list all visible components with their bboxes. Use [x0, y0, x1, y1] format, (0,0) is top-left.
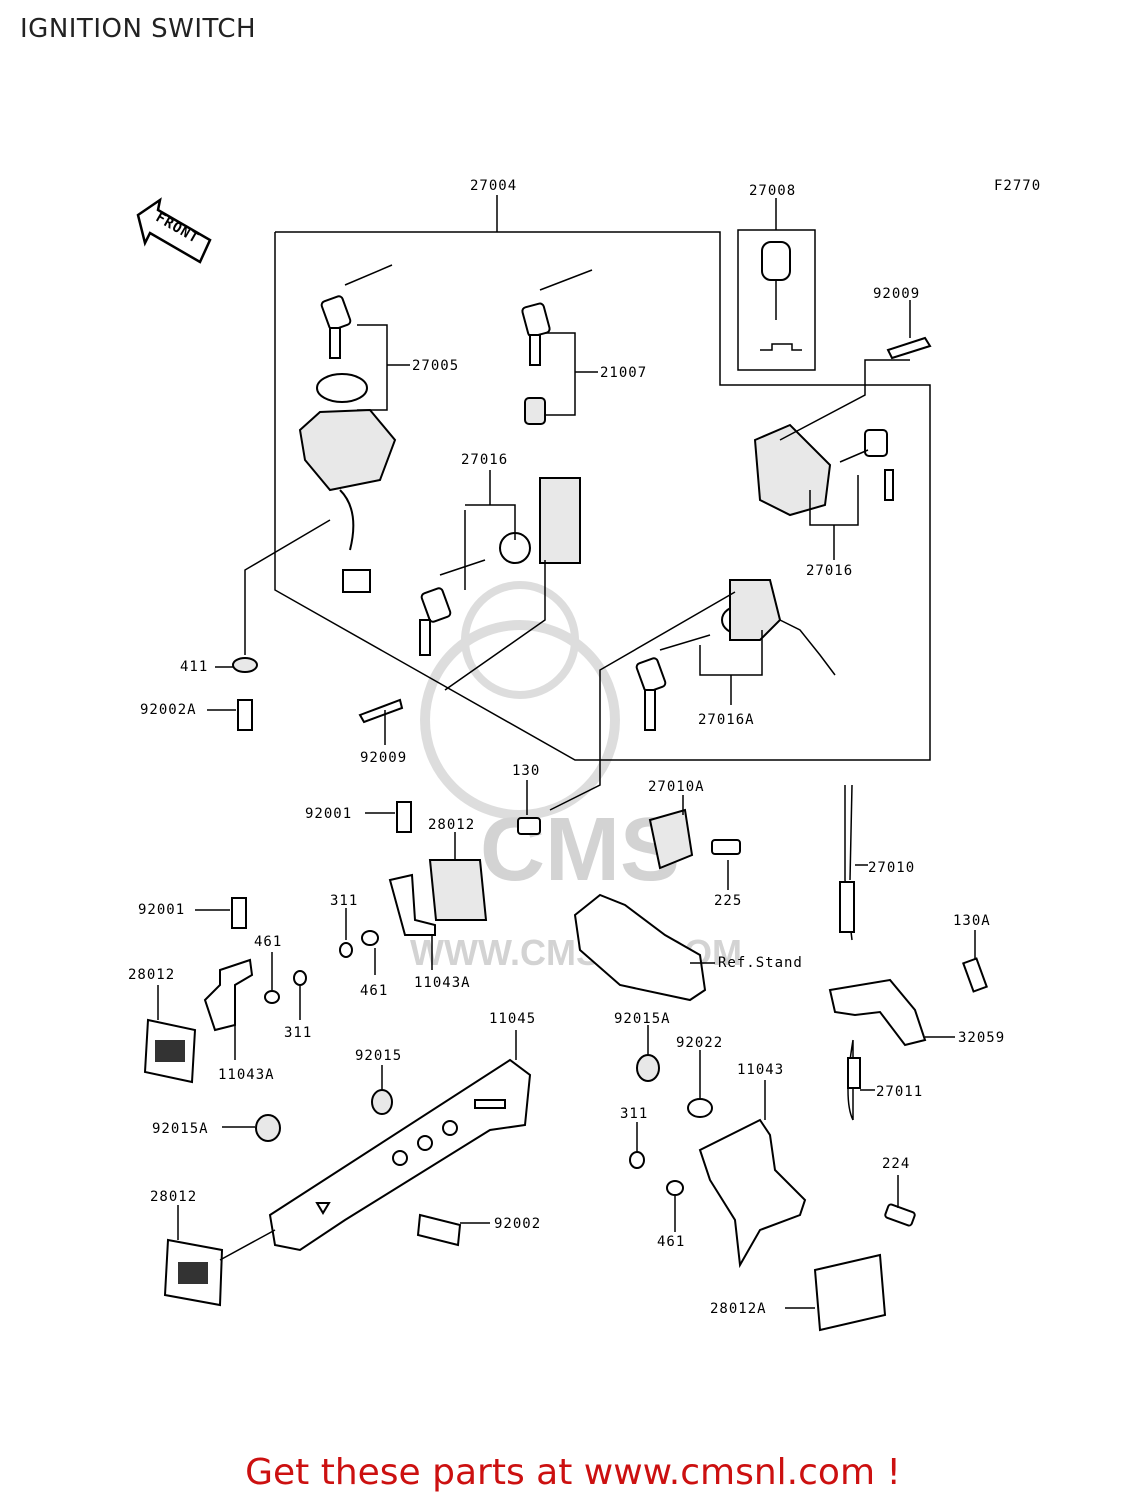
callout-28012-mid: 28012	[428, 817, 475, 833]
callout-92009-mid: 92009	[360, 750, 407, 766]
callout-311-a: 311	[330, 893, 358, 909]
callout-92001-b: 92001	[138, 902, 185, 918]
callout-28012-bottom: 28012	[150, 1189, 197, 1205]
seat-lock-27016	[419, 470, 581, 691]
reflector-bracket-mid	[339, 801, 488, 975]
callout-92002: 92002	[494, 1216, 541, 1232]
stand-bracket-32059	[828, 930, 988, 1121]
callout-311-b: 311	[284, 1025, 312, 1041]
callout-411: 411	[180, 659, 208, 675]
callout-311-c: 311	[620, 1106, 648, 1122]
callout-11043A-a: 11043A	[414, 975, 471, 991]
callout-130A: 130A	[953, 913, 991, 929]
ignition-switch-27005	[298, 264, 410, 593]
figure-code: F2770	[994, 178, 1041, 194]
callout-28012-left: 28012	[128, 967, 175, 983]
callout-27011: 27011	[876, 1084, 923, 1100]
callout-461-a: 461	[360, 983, 388, 999]
helmet-lock-27016	[753, 359, 910, 560]
callout-28012A: 28012A	[710, 1301, 767, 1317]
callout-461-c: 461	[657, 1234, 685, 1250]
kit-bracket-27004	[274, 195, 931, 761]
callout-21007: 21007	[600, 365, 647, 381]
watermark-brand: CMS	[480, 800, 680, 900]
callout-11043A-b: 11043A	[218, 1067, 275, 1083]
callout-27016A: 27016A	[698, 712, 755, 728]
fasteners-upper	[207, 300, 932, 835]
callout-11045: 11045	[489, 1011, 536, 1027]
callout-27004: 27004	[470, 178, 517, 194]
callout-27010: 27010	[868, 860, 915, 876]
callout-27010A: 27010A	[648, 779, 705, 795]
key-tag-27008	[737, 198, 816, 371]
callout-27016-mid: 27016	[461, 452, 508, 468]
license-plate-bracket-11045	[163, 1030, 532, 1307]
page-title: IGNITION SWITCH	[20, 14, 257, 44]
callout-27005: 27005	[412, 358, 459, 374]
stand-switch-27010	[573, 784, 868, 1002]
callout-11043: 11043	[737, 1062, 784, 1078]
footer-link[interactable]: Get these parts at www.cmsnl.com !	[245, 1452, 901, 1493]
callout-130: 130	[512, 763, 540, 779]
reflector-bracket-left	[143, 897, 307, 1084]
parts-diagram: CMS WWW.CMSNL.COM FRONT F2770	[128, 178, 1041, 1332]
key-21007	[521, 269, 598, 425]
lock-27016A	[549, 579, 836, 811]
callout-92002A: 92002A	[140, 702, 197, 718]
front-arrow-icon: FRONT	[136, 197, 212, 264]
ref-stand-label: Ref.Stand	[718, 955, 803, 971]
callout-92015A-a: 92015A	[614, 1011, 671, 1027]
callout-92022: 92022	[676, 1035, 723, 1051]
callout-225: 225	[714, 893, 742, 909]
callout-labels: 27004 27008 92009 27005 21007 27016 2701…	[128, 178, 1005, 1317]
callout-92001-a: 92001	[305, 806, 352, 822]
callout-461-b: 461	[254, 934, 282, 950]
callout-92015A-b: 92015A	[152, 1121, 209, 1137]
callout-92015: 92015	[355, 1048, 402, 1064]
license-plate-bracket-11043	[629, 1025, 916, 1332]
callout-27008: 27008	[749, 183, 796, 199]
callout-27016-right: 27016	[806, 563, 853, 579]
callout-92009-top: 92009	[873, 286, 920, 302]
callout-32059: 32059	[958, 1030, 1005, 1046]
callout-224: 224	[882, 1156, 910, 1172]
